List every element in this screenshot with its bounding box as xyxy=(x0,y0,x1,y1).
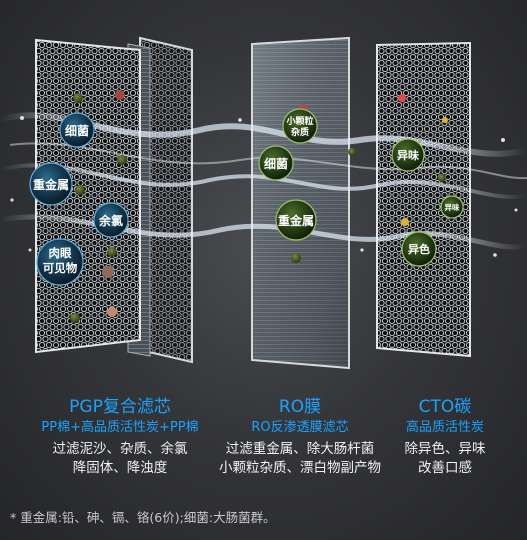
description-line: 降固体、降浊度 xyxy=(72,460,168,476)
bubble-label: 可见物 xyxy=(43,261,78,275)
ro-description: 过滤重金属、除大肠杆菌 小颗粒杂质、漂白物副产物 xyxy=(205,440,395,478)
bubble-label: 小颗粒 xyxy=(285,115,313,127)
description-line: 过滤重金属、除大肠杆菌 xyxy=(225,441,375,457)
description-line: 小颗粒杂质、漂白物副产物 xyxy=(219,460,381,476)
description-line: 过滤泥沙、杂质、余氯 xyxy=(52,441,188,457)
pgp-subtitle: PP棉+高品质活性炭+PP棉 xyxy=(41,420,199,435)
bubble-label: 异味 xyxy=(397,148,419,162)
ro-subtitle: RO反渗透膜滤芯 xyxy=(251,420,349,435)
description-line: 改善口感 xyxy=(418,460,472,476)
description-line: 除异色、异味 xyxy=(404,441,486,457)
bubble-label: 细菌 xyxy=(65,123,89,138)
bubble-label: 细菌 xyxy=(264,156,288,171)
bubble-label: 杂质 xyxy=(291,126,309,138)
footnote: * 重金属:铅、砷、镉、铬(6价);细菌:大肠菌群。 xyxy=(10,510,276,525)
pgp-description: 过滤泥沙、杂质、余氯 降固体、降浊度 xyxy=(20,440,220,478)
pgp-contaminant-bubbles: 细菌 重金属 余氯 肉眼 可见物 xyxy=(29,112,129,286)
cto-contaminant-bubbles: 异味 异味 异色 xyxy=(391,138,464,267)
cto-title: CTO碳 xyxy=(418,397,472,417)
bubble-label: 肉眼 xyxy=(49,246,72,260)
bubble-label: 异色 xyxy=(408,242,430,256)
bubble-label: 余氯 xyxy=(98,213,123,228)
bubble-label: 重金属 xyxy=(33,177,69,192)
bubble-label: 异味 xyxy=(445,202,460,212)
ro-title: RO膜 xyxy=(278,397,322,417)
pgp-title: PGP复合滤芯 xyxy=(69,397,171,417)
ro-contaminant-bubbles: 小颗粒 杂质 细菌 重金属 xyxy=(258,108,318,241)
cto-description: 除异色、异味 改善口感 xyxy=(385,440,505,478)
cto-subtitle: 高品质活性炭 xyxy=(405,420,484,435)
bubble-label: 重金属 xyxy=(278,213,314,228)
